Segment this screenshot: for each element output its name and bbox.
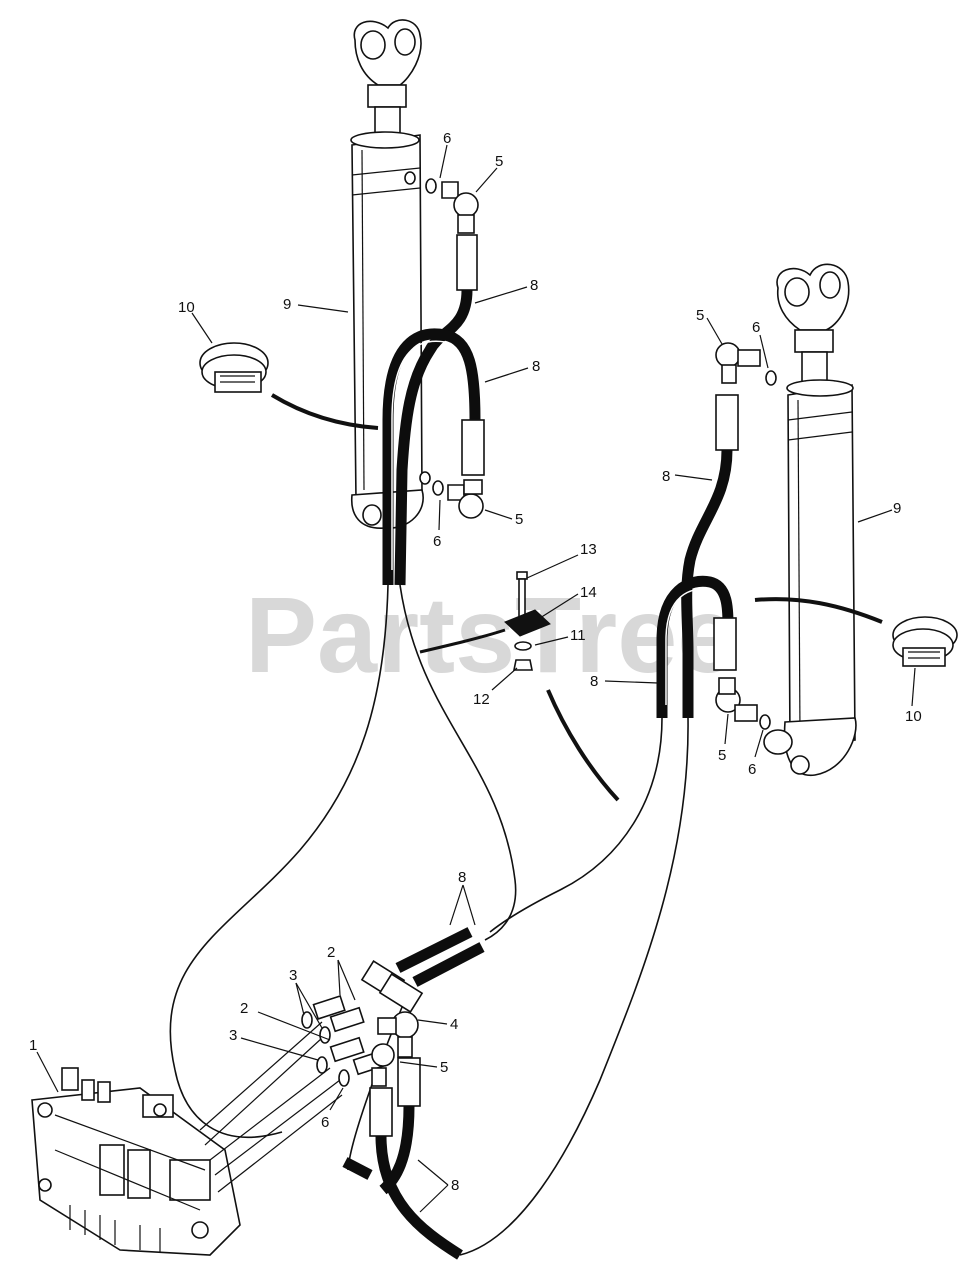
right-bottom-o-ring[interactable]	[759, 714, 771, 730]
bracket-nut[interactable]	[513, 659, 533, 671]
callout-10-right: 10	[905, 708, 922, 725]
callout-8-center: 8	[458, 869, 466, 886]
callout-3-lower: 3	[229, 1027, 237, 1044]
left-top-o-ring[interactable]	[425, 178, 437, 194]
valve-lower-elbow[interactable]	[371, 1043, 395, 1087]
callout-2-upper: 2	[327, 944, 335, 961]
callout-5-right-top: 5	[696, 307, 704, 324]
callout-8-right-loop: 8	[590, 673, 598, 690]
left-top-hose[interactable]	[394, 234, 478, 586]
left-hose-clamp[interactable]	[199, 342, 269, 393]
right-hose-clamp[interactable]	[892, 616, 958, 667]
right-hydraulic-cylinder[interactable]	[763, 263, 857, 777]
right-top-hose[interactable]	[681, 394, 739, 718]
left-top-elbow-fitting[interactable]	[441, 181, 479, 234]
callout-12: 12	[473, 691, 490, 708]
valve-connection-lines	[199, 1021, 343, 1193]
right-bottom-elbow-fitting[interactable]	[715, 677, 758, 722]
right-loop-hose[interactable]	[656, 575, 737, 718]
callout-14: 14	[580, 584, 597, 601]
left-bottom-elbow-fitting[interactable]	[447, 479, 484, 519]
valve-elbow-fitting[interactable]	[377, 1011, 419, 1058]
leader-lines	[36, 144, 916, 1213]
callout-10-left: 10	[178, 299, 195, 316]
callout-9-right: 9	[893, 500, 901, 517]
callout-4: 4	[450, 1016, 458, 1033]
callout-1: 1	[29, 1037, 37, 1054]
callout-6-valve: 6	[321, 1114, 329, 1131]
callout-3-upper: 3	[289, 967, 297, 984]
control-valve-assembly[interactable]	[31, 1067, 241, 1256]
valve-lower-hoses[interactable]	[342, 1057, 463, 1260]
callout-2-lower: 2	[240, 1000, 248, 1017]
callout-5-left-bottom: 5	[515, 511, 523, 528]
bracket-bolt[interactable]	[516, 571, 528, 618]
valve-hose-ends[interactable]	[360, 927, 485, 1013]
callout-5-valve: 5	[440, 1059, 448, 1076]
callout-5-left-top: 5	[495, 153, 503, 170]
callout-11: 11	[570, 627, 586, 644]
callout-labels: 6 5 9 8 8 10 5 6 5 6 8 9 13 14 11 12 8 5…	[29, 130, 922, 1194]
hose-routing-lines	[169, 584, 689, 1256]
callout-6-left-top: 6	[443, 130, 451, 147]
valve-o-rings[interactable]	[301, 1011, 350, 1087]
callout-9-left: 9	[283, 296, 291, 313]
callout-6-left-bottom: 6	[433, 533, 441, 550]
callout-13: 13	[580, 541, 597, 558]
callout-8-left-loop: 8	[532, 358, 540, 375]
right-top-o-ring[interactable]	[765, 370, 777, 386]
right-top-elbow-fitting[interactable]	[715, 342, 761, 384]
callout-6-right-top: 6	[752, 319, 760, 336]
left-bottom-o-ring[interactable]	[432, 480, 444, 496]
callout-8-right-top: 8	[662, 468, 670, 485]
callout-6-right-bottom: 6	[748, 761, 756, 778]
callout-5-right-bottom: 5	[718, 747, 726, 764]
hose-bracket-clip[interactable]	[504, 609, 551, 637]
bracket-washer[interactable]	[514, 641, 532, 651]
callout-8-left-top: 8	[530, 277, 538, 294]
left-loop-hose[interactable]	[382, 328, 485, 585]
callout-8-valve: 8	[451, 1177, 459, 1194]
